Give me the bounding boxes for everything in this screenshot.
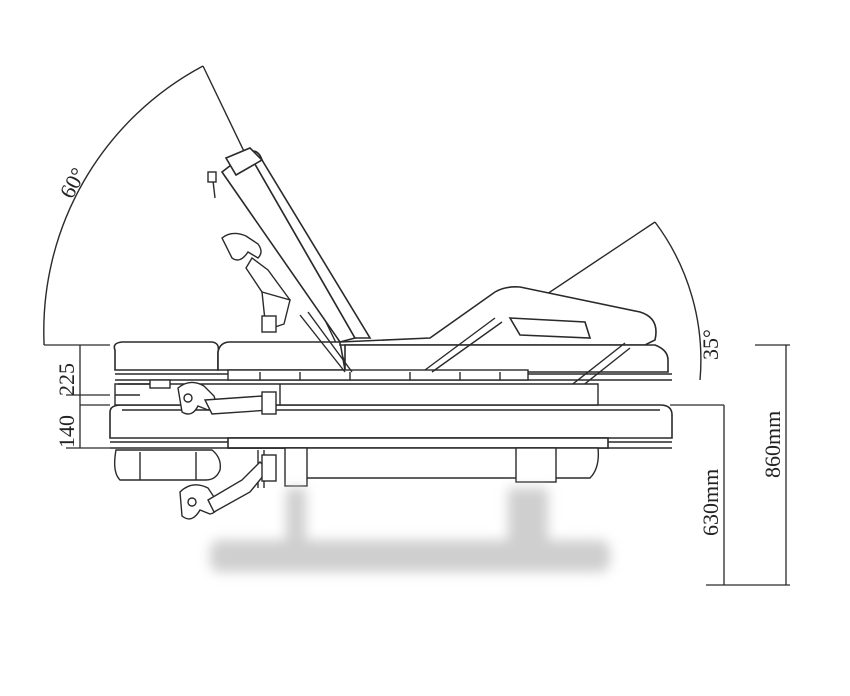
- bottom-section-height-label: 140: [54, 415, 79, 448]
- leg-angle-label: 35°: [698, 329, 723, 360]
- upper-frame-rails: [115, 311, 672, 405]
- upper-foot-pedal: [118, 379, 277, 415]
- back-angle-label: 60°: [54, 163, 91, 202]
- upper-bed-top: [113, 147, 669, 373]
- blurred-base-legs: [210, 488, 610, 572]
- min-height-label: 630mm: [698, 469, 723, 536]
- base-unit: [228, 447, 600, 488]
- left-dimension-lines: [44, 344, 110, 449]
- lower-foot-pedal: [179, 454, 277, 520]
- top-section-height-label: 225: [54, 363, 79, 396]
- backrest-mechanism: [207, 171, 291, 333]
- right-dimension-lines: [670, 344, 790, 586]
- back-angle-arc: [43, 65, 351, 373]
- max-height-label: 860mm: [760, 411, 785, 478]
- control-box: [113, 449, 222, 481]
